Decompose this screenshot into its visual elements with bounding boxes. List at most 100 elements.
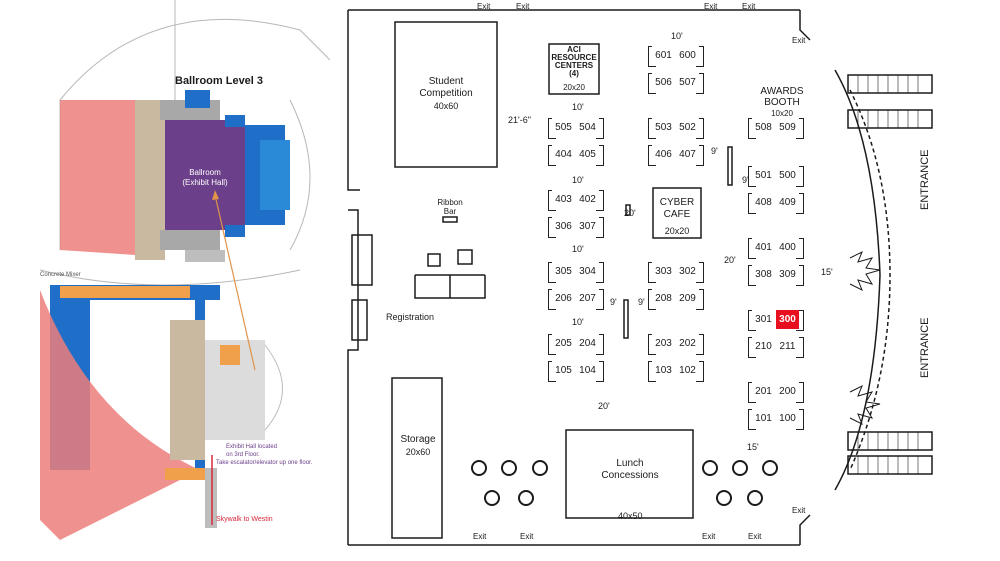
highlighted-booth[interactable]: 300 — [776, 310, 799, 329]
booth[interactable]: 101 — [752, 409, 775, 428]
student-competition-label: Student Competition 40x60 — [419, 76, 473, 111]
booth-bracket — [596, 118, 604, 139]
booth[interactable]: 209 — [676, 289, 699, 308]
dimension-label: 15' — [747, 442, 759, 452]
skywalk-label: Skywalk to Westin — [216, 516, 273, 523]
dimension-label: 9' — [638, 297, 645, 307]
booth[interactable]: 407 — [676, 145, 699, 164]
dimension-label: 21'-6" — [508, 115, 531, 125]
booth[interactable]: 203 — [652, 334, 675, 353]
booth[interactable]: 308 — [752, 265, 775, 284]
booth-bracket — [796, 265, 804, 286]
booth-bracket — [696, 262, 704, 283]
level-title: Ballroom Level 3 — [175, 75, 264, 87]
note-line-1: Exhibit Hall located — [226, 444, 278, 450]
booth[interactable]: 406 — [652, 145, 675, 164]
booth[interactable]: 100 — [776, 409, 799, 428]
exit-label: Exit — [792, 36, 806, 45]
booth-bracket — [796, 382, 804, 403]
venue-overview-map: Ballroom Level 3 Ballroom (Exhibit Hall)… — [0, 0, 331, 556]
exit-label: Exit — [702, 532, 716, 541]
booth-bracket — [596, 190, 604, 211]
storage-label: Storage 20x60 — [400, 434, 436, 457]
booth[interactable]: 205 — [552, 334, 575, 353]
exit-label: Exit — [520, 532, 534, 541]
booth[interactable]: 601 — [652, 46, 675, 65]
dimension-label: 10' — [572, 175, 584, 185]
floor-plan-walls — [347, 9, 933, 546]
booth-bracket — [796, 118, 804, 139]
booth[interactable]: 102 — [676, 361, 699, 380]
booth[interactable]: 506 — [652, 73, 675, 92]
booth[interactable]: 306 — [552, 217, 575, 236]
booth[interactable]: 403 — [552, 190, 575, 209]
dimension-label: 9' — [742, 175, 749, 185]
booth[interactable]: 201 — [752, 382, 775, 401]
dimension-label: 10' — [572, 244, 584, 254]
booth[interactable]: 208 — [652, 289, 675, 308]
entrance-label: ENTRANCE — [919, 149, 931, 210]
exit-label: Exit — [748, 532, 762, 541]
booth[interactable]: 502 — [676, 118, 699, 137]
exit-label: Exit — [473, 532, 487, 541]
booth-bracket — [596, 217, 604, 238]
booth[interactable]: 305 — [552, 262, 575, 281]
booth[interactable]: 600 — [676, 46, 699, 65]
booth[interactable]: 508 — [752, 118, 775, 137]
service-corridor-label: Service Corridor — [148, 309, 185, 315]
booth[interactable]: 105 — [552, 361, 575, 380]
booth[interactable]: 404 — [552, 145, 575, 164]
booth[interactable]: 500 — [776, 166, 799, 185]
booth[interactable]: 200 — [776, 382, 799, 401]
booth[interactable]: 206 — [552, 289, 575, 308]
booth[interactable]: 104 — [576, 361, 599, 380]
aci-resource-centers-label: ACI RESOURCE CENTERS (4) 20x20 — [551, 45, 597, 92]
booth[interactable]: 409 — [776, 193, 799, 212]
booth[interactable]: 503 — [652, 118, 675, 137]
cyber-cafe-label: CYBER CAFE 20x20 — [659, 197, 695, 236]
booth[interactable]: 501 — [752, 166, 775, 185]
dimension-label: 9' — [610, 297, 617, 307]
booth[interactable]: 302 — [676, 262, 699, 281]
exhibit-hall-floor-plan: Exit Exit Exit Exit Exit Exit Exit Exit … — [330, 0, 1000, 556]
exit-label: Exit — [792, 506, 806, 515]
booth-bracket — [696, 289, 704, 310]
booth[interactable]: 204 — [576, 334, 599, 353]
dimension-label: 15' — [821, 267, 833, 277]
booth[interactable]: 211 — [776, 337, 799, 356]
pointer-line — [214, 194, 256, 371]
note-line-3: Take escalator/elevator up one floor. — [216, 460, 313, 466]
booth-bracket — [796, 193, 804, 214]
booth[interactable]: 103 — [652, 361, 675, 380]
booth[interactable]: 304 — [576, 262, 599, 281]
exit-label: Exit — [742, 2, 756, 11]
booth[interactable]: 509 — [776, 118, 799, 137]
dimension-label: 10' — [671, 31, 683, 41]
booth-bracket — [596, 361, 604, 382]
booth[interactable]: 402 — [576, 190, 599, 209]
booth[interactable]: 400 — [776, 238, 799, 257]
booth-bracket — [696, 334, 704, 355]
booth[interactable]: 301 — [752, 310, 775, 329]
booth-bracket — [696, 145, 704, 166]
booth-bracket — [596, 145, 604, 166]
booth[interactable]: 303 — [652, 262, 675, 281]
entrance-label: ENTRANCE — [919, 317, 931, 378]
booth-bracket — [796, 409, 804, 430]
booth-bracket — [796, 238, 804, 259]
booth[interactable]: 307 — [576, 217, 599, 236]
booth[interactable]: 202 — [676, 334, 699, 353]
booth-bracket — [696, 73, 704, 94]
booth-bracket — [696, 118, 704, 139]
booth[interactable]: 405 — [576, 145, 599, 164]
booth[interactable]: 207 — [576, 289, 599, 308]
booth[interactable]: 408 — [752, 193, 775, 212]
booth[interactable]: 210 — [752, 337, 775, 356]
exit-label: Exit — [516, 2, 530, 11]
booth[interactable]: 401 — [752, 238, 775, 257]
booth[interactable]: 507 — [676, 73, 699, 92]
booth[interactable]: 504 — [576, 118, 599, 137]
dimension-label: 10' — [572, 102, 584, 112]
booth[interactable]: 309 — [776, 265, 799, 284]
booth[interactable]: 505 — [552, 118, 575, 137]
